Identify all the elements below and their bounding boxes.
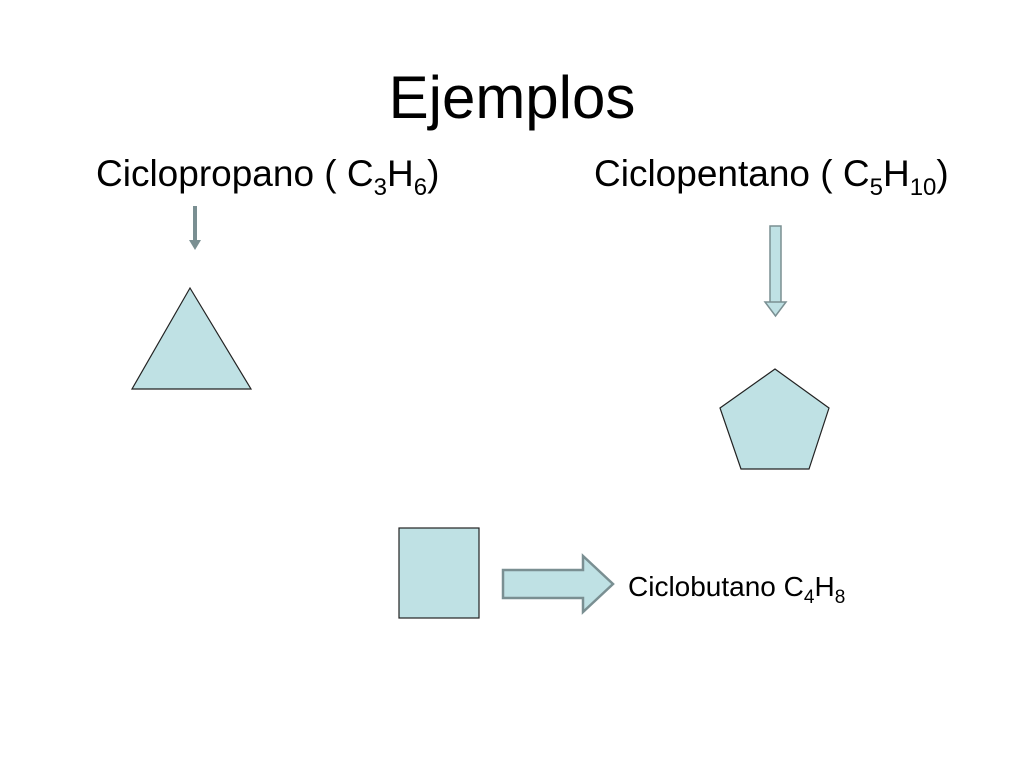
cyclobutane-c-subscript: 4 [803, 587, 815, 608]
cyclobutane-name: Ciclobutano [628, 571, 776, 602]
cyclopentane-c-subscript: 5 [869, 174, 883, 201]
cyclopropane-name: Ciclopropano ( [96, 153, 337, 194]
cyclopentane-h-subscript: 10 [909, 174, 937, 201]
arrow-right-icon [501, 553, 615, 615]
slide-title: Ejemplos [388, 64, 636, 131]
arrow-down-icon [763, 225, 788, 318]
cyclopentane-name: Ciclopentano ( [594, 153, 833, 194]
pentagon-shape [719, 368, 830, 470]
cyclopropane-label: Ciclopropano ( C3H6) [96, 153, 440, 201]
cyclobutane-h-subscript: 8 [834, 587, 846, 608]
cyclopropane-h-subscript: 6 [413, 174, 428, 201]
cyclobutane-label: Ciclobutano C4H8 [628, 571, 846, 608]
arrow-down-icon [189, 206, 201, 250]
cyclopropane-c-subscript: 3 [373, 174, 387, 201]
cyclopentane-label: Ciclopentano ( C5H10) [594, 153, 949, 201]
square-shape [398, 527, 480, 619]
cyclopentane-close-paren: ) [936, 153, 949, 194]
cyclopropane-close-paren: ) [427, 153, 440, 194]
triangle-shape [130, 286, 253, 390]
